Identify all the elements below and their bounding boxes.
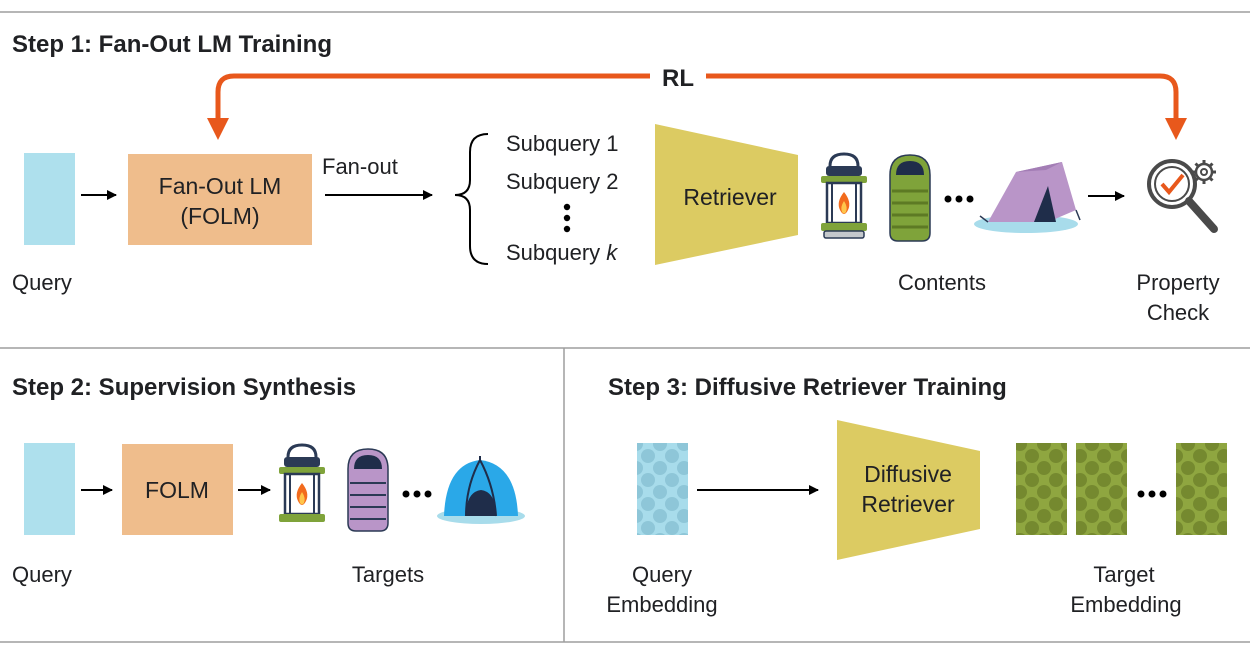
target-embedding-line2: Embedding [1070, 592, 1181, 617]
property-line2: Check [1147, 300, 1210, 325]
fanout-label: Fan-out [322, 154, 398, 179]
step2-title: Step 2: Supervision Synthesis [12, 374, 356, 401]
query-embedding-line1: Query [632, 562, 692, 587]
magnifier-check-icon [1147, 159, 1218, 233]
retriever-label: Retriever [683, 184, 777, 210]
target-embedding-line1: Target [1093, 562, 1154, 587]
horizontal-ellipsis-icon [402, 490, 432, 498]
sleeping-bag-icon [347, 448, 389, 532]
query-embedding-line2: Embedding [606, 592, 717, 617]
step2-folm-box [122, 444, 233, 535]
folm-line2: (FOLM) [180, 203, 259, 229]
horizontal-ellipsis-icon [944, 195, 974, 203]
target-embedding-block-1 [1016, 443, 1067, 535]
retriever-shape [655, 124, 798, 265]
sleeping-bag-icon [889, 154, 931, 242]
contents-label: Contents [898, 270, 986, 295]
target-embedding-block-2 [1076, 443, 1127, 535]
targets-label: Targets [352, 562, 424, 587]
target-embedding-block-k [1176, 443, 1227, 535]
subquery-k: Subquery k [506, 240, 618, 265]
folm-box [128, 154, 312, 245]
diffusive-retriever-line2: Retriever [861, 491, 955, 517]
rl-arrow [207, 73, 1187, 140]
subquery-brace [454, 133, 489, 265]
query-embedding-block [637, 443, 688, 535]
lantern-icon [279, 443, 325, 522]
vertical-ellipsis-icon [563, 203, 571, 233]
subquery-1: Subquery 1 [506, 131, 619, 156]
diffusive-retriever-line1: Diffusive [864, 461, 952, 487]
diffusive-retriever-shape [837, 420, 980, 560]
folm-line1: Fan-Out LM [159, 173, 282, 199]
step2-query-block [24, 443, 75, 535]
step1-query-label: Query [12, 270, 72, 295]
subquery-2: Subquery 2 [506, 169, 619, 194]
tent-icon [437, 456, 525, 524]
step2-query-label: Query [12, 562, 72, 587]
rl-label: RL [662, 65, 694, 92]
step1-title: Step 1: Fan-Out LM Training [12, 31, 332, 58]
gear-icon [1192, 160, 1216, 184]
tent-icon [974, 162, 1081, 233]
query-block [24, 153, 75, 245]
step2-folm-label: FOLM [145, 477, 209, 503]
horizontal-ellipsis-icon [1137, 490, 1167, 498]
lantern-icon [821, 152, 867, 239]
property-line1: Property [1136, 270, 1219, 295]
step3-title: Step 3: Diffusive Retriever Training [608, 374, 1007, 401]
